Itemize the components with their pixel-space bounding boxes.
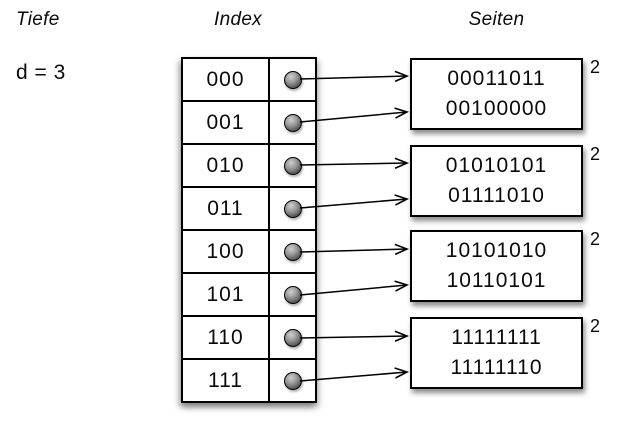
index-label: 101 [206,282,245,306]
pointer-cell [268,145,315,186]
pages-heading: Seiten [468,9,525,30]
pointer-cell [268,231,315,272]
local-depth-page-1: 2 [590,57,601,77]
page-value: 11111110 [450,356,543,379]
global-depth-value: d = 3 [16,61,66,84]
page-value: 10110101 [446,269,547,292]
pointer-cell [268,360,315,401]
page-value: 01111010 [448,184,545,207]
index-label: 111 [208,368,243,392]
index-row-101: 101 [183,272,315,315]
page-value: 10101010 [445,239,548,262]
pointer-knob-icon [283,199,302,218]
local-depth-page-2: 2 [590,144,601,164]
page-value: 00100000 [445,97,548,120]
index-label: 001 [206,110,245,134]
index-table: 000 001 010 011 100 101 110 111 [181,57,317,403]
index-row-001: 001 [183,100,315,143]
index-row-111: 111 [183,358,315,401]
page-1: 00011011 00100000 [410,58,583,130]
local-depth-page-3: 2 [590,229,601,249]
page-2: 01010101 01111010 [410,145,583,217]
pointer-cell [268,317,315,358]
page-value: 01010101 [445,154,548,177]
pointer-knob-icon [283,328,302,347]
page-3: 10101010 10110101 [410,230,583,302]
index-row-110: 110 [183,315,315,358]
page-4: 11111111 11111110 [410,317,583,389]
index-label: 000 [206,67,245,91]
page-value: 11111111 [451,326,542,349]
index-label: 010 [206,153,245,177]
pointer-knob-icon [283,285,302,304]
pointer-knob-icon [283,156,302,175]
pointer-knob-icon [283,371,302,390]
pointer-cell [268,102,315,143]
pointer-cell [268,59,315,100]
index-heading: Index [214,9,262,30]
index-row-100: 100 [183,229,315,272]
pointer-knob-icon [283,113,302,132]
index-row-010: 010 [183,143,315,186]
index-label: 100 [206,239,245,263]
index-row-000: 000 [183,59,315,100]
index-label: 011 [207,196,244,220]
pointer-cell [268,274,315,315]
pointer-knob-icon [283,70,302,89]
page-value: 00011011 [447,67,546,90]
local-depth-page-4: 2 [590,316,601,336]
index-label: 110 [207,325,244,349]
depth-heading: Tiefe [16,9,60,30]
pointer-cell [268,188,315,229]
pointer-knob-icon [283,242,302,261]
index-row-011: 011 [183,186,315,229]
